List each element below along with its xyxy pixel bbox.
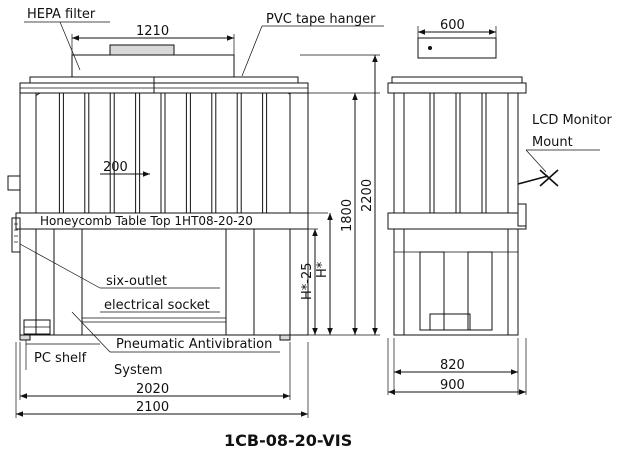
dim-hood-width: 1210: [136, 24, 169, 39]
dim-support-height: H*-25: [300, 262, 315, 300]
front-leaders: [18, 21, 384, 370]
labels: HEPA filter PVC tape hanger 1210 200 Hon…: [27, 7, 613, 450]
curtain-area: [35, 92, 291, 214]
side-table-top: [387, 212, 527, 230]
table-top-label: Honeycomb Table Top 1HT08-20-20: [40, 214, 253, 228]
lower-frame: [19, 228, 291, 336]
antivibration-label-line2: System: [114, 363, 162, 378]
socket-label-line2: electrical socket: [104, 298, 210, 313]
dim-table-height: H*: [315, 261, 330, 278]
side-view: [387, 37, 600, 336]
antivibration-label-line1: Pneumatic Antivibration: [116, 337, 272, 352]
hepa-box: [71, 54, 235, 78]
dim-panel-spacing: 200: [103, 160, 128, 175]
right-leg: [225, 228, 255, 336]
dim-bottom-outer: 2100: [136, 400, 169, 415]
front-dimensions: [15, 34, 380, 418]
socket-strip: [11, 217, 21, 253]
front-view: [7, 44, 309, 341]
lcd-monitor-label-line1: LCD Monitor: [532, 113, 613, 128]
hepa-filter-label: HEPA filter: [27, 7, 96, 22]
lcd-monitor-label-line2: Mount: [532, 135, 573, 150]
dim-upper-height: 1800: [340, 199, 355, 232]
side-dimensions: [387, 26, 527, 395]
dim-bottom-inner: 2020: [136, 382, 169, 397]
model-caption: 1CB-08-20-VIS: [224, 431, 352, 450]
dim-total-height: 2200: [360, 179, 375, 212]
hepa-fan: [109, 44, 175, 56]
pvc-tape-hanger-label: PVC tape hanger: [266, 12, 376, 27]
dim-side-top: 600: [440, 18, 465, 33]
dim-side-outer: 900: [440, 378, 465, 393]
pc-shelf-label: PC shelf: [34, 351, 87, 366]
top-rail: [29, 76, 299, 84]
socket-label-line1: six-outlet: [106, 274, 167, 289]
curtain-panels: [58, 77, 268, 213]
dim-side-inner: 820: [440, 358, 465, 373]
side-hepa-box: [417, 37, 497, 59]
side-bracket: [7, 175, 21, 191]
left-leg: [53, 228, 83, 336]
